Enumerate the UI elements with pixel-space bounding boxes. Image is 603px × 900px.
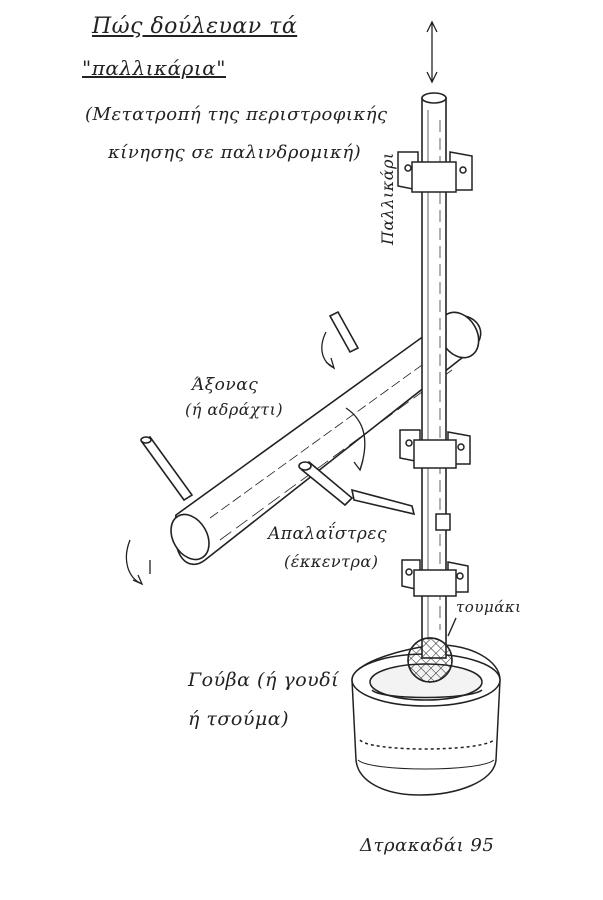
- ball-head: [407, 617, 457, 683]
- bowl-label: Γούβα (ή γουδί: [188, 669, 340, 691]
- motion-arrow-icon: [426, 20, 438, 84]
- diagram-title: Πώς δούλευαν τά: [92, 14, 298, 39]
- cams-label: Απαλαΐστρες: [268, 524, 387, 544]
- cams-label-alt: (έκκεντρα): [284, 552, 379, 571]
- description-line-2: κίνησης σε παλινδρομική): [108, 142, 362, 163]
- rod-peg: [435, 513, 451, 531]
- diagram-subtitle: "παλλικάρια": [82, 56, 226, 80]
- description-line-1: (Μετατροπή της περιστροφικής: [85, 104, 388, 125]
- axle-label-alt: (ή αδράχτι): [185, 400, 284, 419]
- bowl-label-alt: ή τσούμα): [188, 708, 289, 730]
- rotation-arrow-icon: [125, 331, 366, 586]
- rod-label: Παλλικάρι: [378, 152, 397, 245]
- rod-bracket-top: [397, 151, 473, 193]
- rod-bracket-bottom: [401, 559, 469, 597]
- artist-signature: Δτρακαδάι 95: [360, 835, 495, 856]
- mortar-bowl: [351, 644, 501, 796]
- rod-bracket-middle: [399, 429, 471, 469]
- ball-label: τουμάκι: [456, 598, 522, 616]
- axle-beam: [140, 310, 482, 566]
- axle-label: Άξονας: [192, 375, 259, 395]
